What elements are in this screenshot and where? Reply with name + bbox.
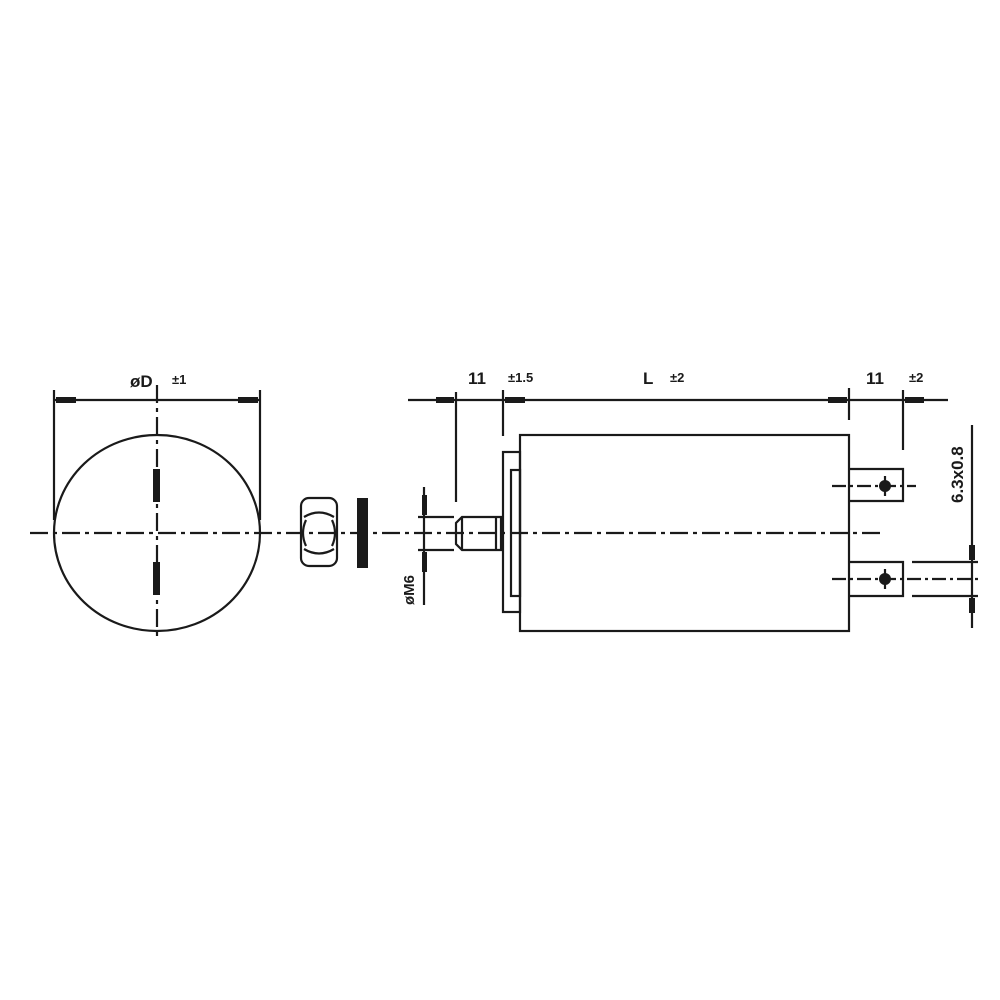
terminal-size-dimension: 6.3x0.8 [912,425,978,628]
arrow [828,397,847,403]
arrow [436,397,454,403]
arrow [969,598,975,613]
terminal-lower [832,560,978,598]
thread-label: øM6 [401,575,418,605]
body-length-label: L [643,369,653,388]
nut-chamfer [301,511,337,555]
arrow [905,397,924,403]
terminal-top-end [153,469,160,502]
arrow [238,397,258,403]
diameter-label: øD [130,372,153,391]
terminal-length-tolerance: ±2 [909,370,923,385]
diameter-tolerance: ±1 [172,372,186,387]
nut [299,496,339,568]
arrow [969,545,975,560]
stud-length-tolerance: ±1.5 [508,370,533,385]
stud-length-label: 11 [468,369,486,388]
length-dimensions: 11 ±1.5 L ±2 11 ±2 [408,369,948,502]
body-length-tolerance: ±2 [670,370,684,385]
thread-dimension: øM6 [401,487,454,605]
washer [357,498,368,568]
threaded-stud [454,515,503,552]
terminal-length-label: 11 [866,369,884,388]
arrow [422,495,427,515]
arrow [56,397,76,403]
terminal-upper [832,467,916,503]
arrow [505,397,525,403]
terminal-size-label: 6.3x0.8 [948,446,967,503]
arrow [422,552,427,572]
end-view: øD ±1 [52,372,262,640]
capacitor-body [518,433,851,633]
nut-outline [299,496,339,568]
terminal-bottom-end [153,562,160,595]
